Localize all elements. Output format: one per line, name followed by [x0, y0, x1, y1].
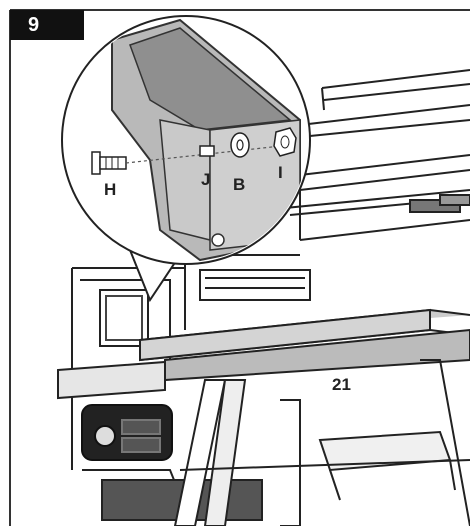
- label-h: H: [104, 180, 116, 199]
- nut-i-icon: [273, 127, 297, 157]
- step-number-badge: 9: [10, 10, 84, 40]
- detail-callout: H J B I: [61, 15, 311, 303]
- bolt-h-icon: [91, 151, 127, 175]
- washer-b-icon: [230, 132, 250, 158]
- label-i: I: [278, 163, 283, 182]
- grill-illustration: [57, 69, 470, 527]
- label-b: B: [233, 175, 245, 194]
- part-label-21: 21: [332, 375, 351, 394]
- spacer-j-icon: [199, 145, 215, 157]
- label-j: J: [201, 170, 210, 189]
